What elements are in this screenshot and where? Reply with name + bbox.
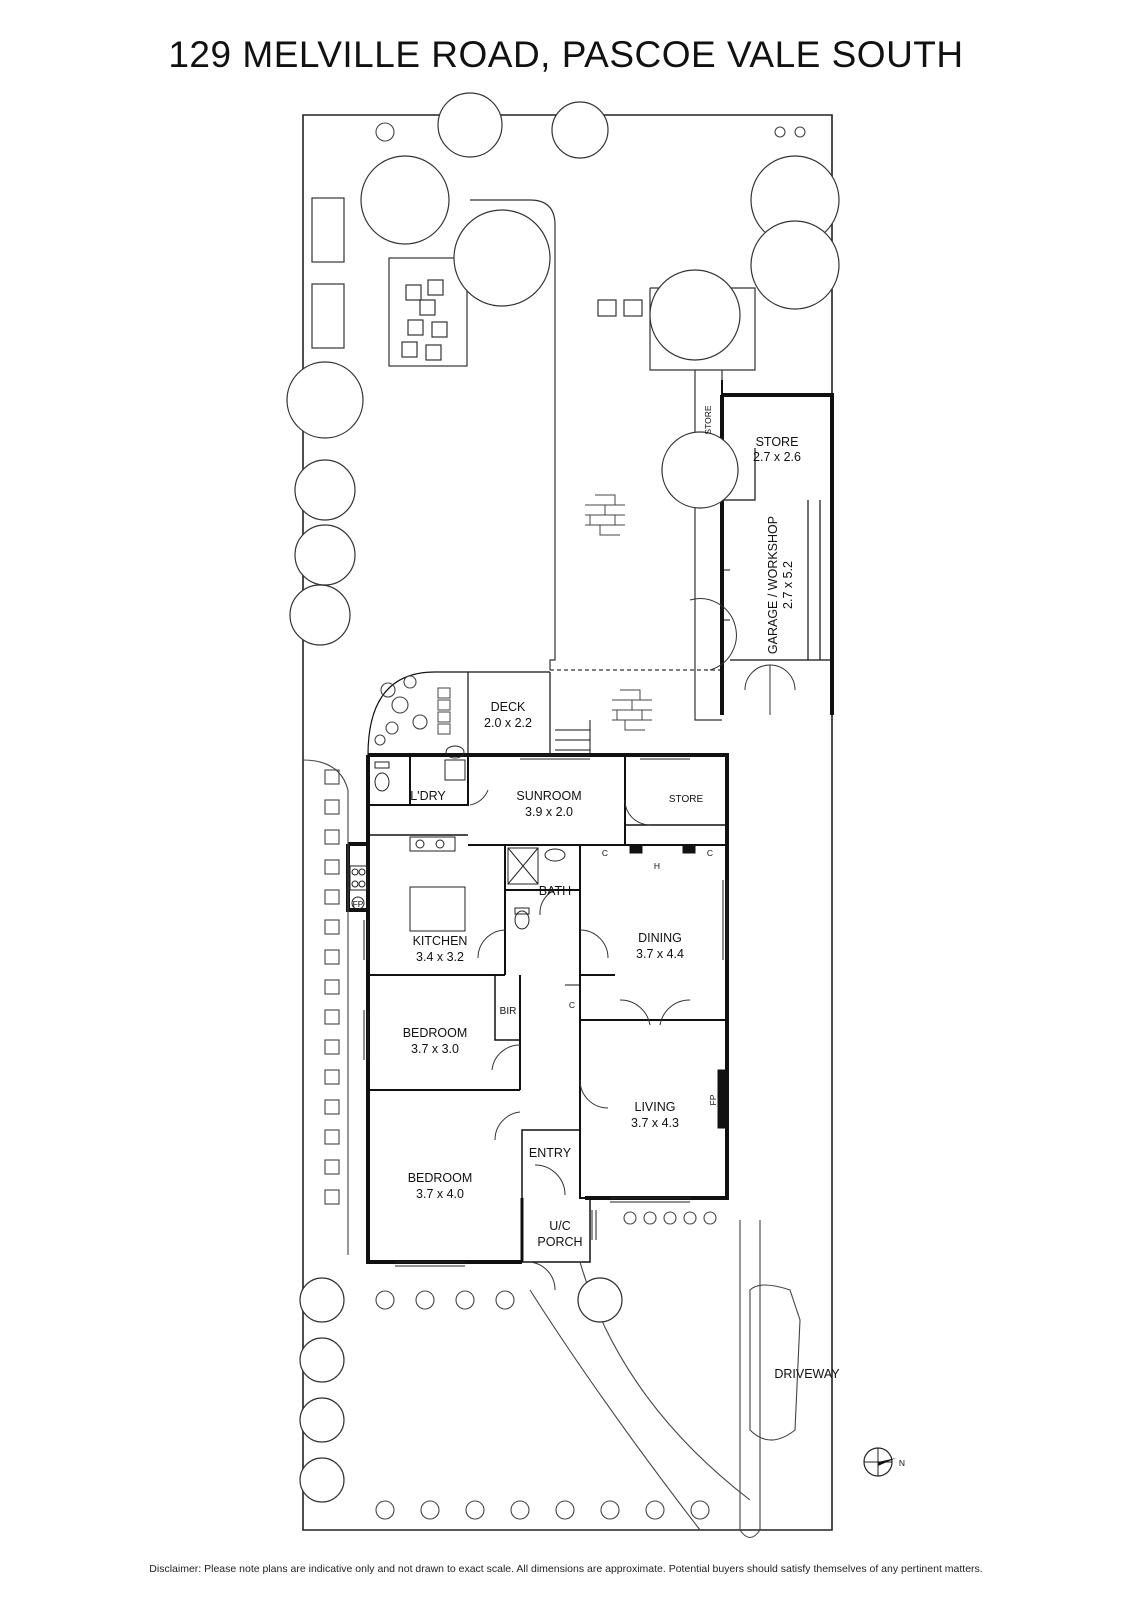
garage-label: GARAGE / WORKSHOP — [766, 516, 780, 654]
kitchen-fittings — [349, 745, 566, 932]
site-boundary — [302, 114, 833, 1531]
porch-label-line2: PORCH — [537, 1235, 582, 1249]
disclaimer: Disclaimer: Please note plans are indica… — [149, 1563, 983, 1575]
cupboard-label-2: C — [707, 848, 713, 858]
cupboard-label-3: C — [569, 1000, 575, 1010]
porch-label-line1: U/C — [549, 1219, 571, 1233]
cupboard-label-1: C — [602, 848, 608, 858]
bir-label: BIR — [500, 1006, 517, 1017]
garage-doors — [689, 598, 796, 715]
trees — [286, 92, 840, 1503]
sunroom-dims: 3.9 x 2.0 — [525, 805, 573, 819]
bedroom1-label: BEDROOM — [403, 1026, 468, 1040]
fp-label-kitchen: FP — [353, 899, 364, 909]
heater-label: H — [654, 861, 660, 871]
house-walls — [346, 671, 729, 1264]
deck-dims: 2.0 x 2.2 — [484, 716, 532, 730]
garage-dims: 2.7 x 5.2 — [781, 561, 795, 609]
living-label: LIVING — [635, 1100, 676, 1114]
store-mid-label: STORE — [669, 794, 704, 805]
bedroom2-label: BEDROOM — [408, 1171, 473, 1185]
store-top-dims: 2.7 x 2.6 — [753, 450, 801, 464]
sunroom-label: SUNROOM — [516, 789, 581, 803]
store-small-label: STORE — [703, 405, 713, 434]
door-swings — [469, 789, 691, 1291]
page-title: 129 MELVILLE ROAD, PASCOE VALE SOUTH — [168, 34, 964, 75]
laundry-label: L'DRY — [410, 789, 446, 803]
windows — [363, 754, 728, 1267]
entry-label: ENTRY — [529, 1146, 572, 1160]
dining-dims: 3.7 x 4.4 — [636, 947, 684, 961]
compass-north-label: N — [899, 1458, 905, 1468]
bath-label: BATH — [539, 884, 571, 898]
living-dims: 3.7 x 4.3 — [631, 1116, 679, 1130]
kitchen-label: KITCHEN — [413, 934, 468, 948]
fp-label-living: FP — [708, 1094, 718, 1105]
deck-label: DECK — [491, 700, 526, 714]
dining-label: DINING — [638, 931, 682, 945]
brick-symbol — [437, 494, 652, 735]
store-top-label: STORE — [756, 435, 799, 449]
compass — [863, 1447, 896, 1477]
bedroom2-dims: 3.7 x 4.0 — [416, 1187, 464, 1201]
room-labels: STORE 2.7 x 2.6 GARAGE / WORKSHOP 2.7 x … — [353, 405, 906, 1468]
kitchen-dims: 3.4 x 3.2 — [416, 950, 464, 964]
bedroom1-dims: 3.7 x 3.0 — [411, 1042, 459, 1056]
garden-shrubs — [302, 122, 806, 1539]
driveway-label: DRIVEWAY — [774, 1367, 840, 1381]
